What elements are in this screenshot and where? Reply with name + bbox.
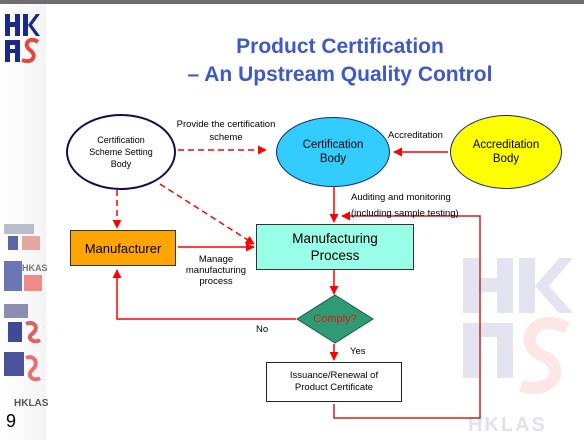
sidebar-mark-label-1: HKAS (22, 263, 48, 273)
comply-label: Comply? (313, 313, 357, 325)
watermark-text: HKLAS (468, 414, 547, 436)
label-sample-testing: (including sample testing) (351, 208, 459, 219)
sidebar-mark-1 (0, 222, 46, 252)
scheme-body-ellipse: Certification Scheme Setting Body (66, 114, 176, 190)
accred-body-label: Accreditation Body (472, 139, 540, 165)
watermark-logo (455, 248, 584, 398)
hkas-logo (4, 12, 40, 64)
sidebar-mark-3 (0, 300, 46, 346)
arrow-feedback-loop (333, 211, 481, 419)
certificate-label: Issuance/Renewal of Product Certificate (289, 370, 379, 393)
mfg-process-label: Manufacturing Process (292, 231, 378, 263)
label-no: No (256, 324, 269, 335)
mfg-process-box: Manufacturing Process (256, 224, 414, 270)
label-auditing: Auditing and monitoring (351, 192, 451, 203)
sidebar-mark-2 (0, 255, 46, 299)
certificate-box: Issuance/Renewal of Product Certificate (266, 362, 402, 402)
scheme-body-label: Certification Scheme Setting Body (89, 135, 153, 169)
title-line-2: – An Upstream Quality Control (187, 63, 493, 86)
label-yes: Yes (350, 346, 366, 357)
label-provide: Provide the certification scheme (176, 119, 276, 143)
comply-diamond (296, 294, 374, 344)
sidebar-mark-4 (0, 348, 46, 394)
sidebar-mark-label-4: HKLAS (14, 398, 49, 409)
title-line-1: Product Certification (236, 35, 444, 58)
cert-body-ellipse: Certification Body (276, 117, 390, 187)
label-manage: Manage manufacturing process (185, 254, 247, 287)
arrow-scheme-to-process (159, 183, 255, 245)
page-number: 9 (6, 411, 17, 431)
cert-body-label: Certification Body (302, 139, 364, 165)
label-accreditation: Accreditation (388, 130, 443, 141)
manufacturer-label: Manufacturer (84, 240, 162, 256)
manufacturer-box: Manufacturer (70, 230, 176, 266)
accred-body-ellipse: Accreditation Body (450, 115, 562, 189)
arrow-no-loop (112, 269, 296, 320)
